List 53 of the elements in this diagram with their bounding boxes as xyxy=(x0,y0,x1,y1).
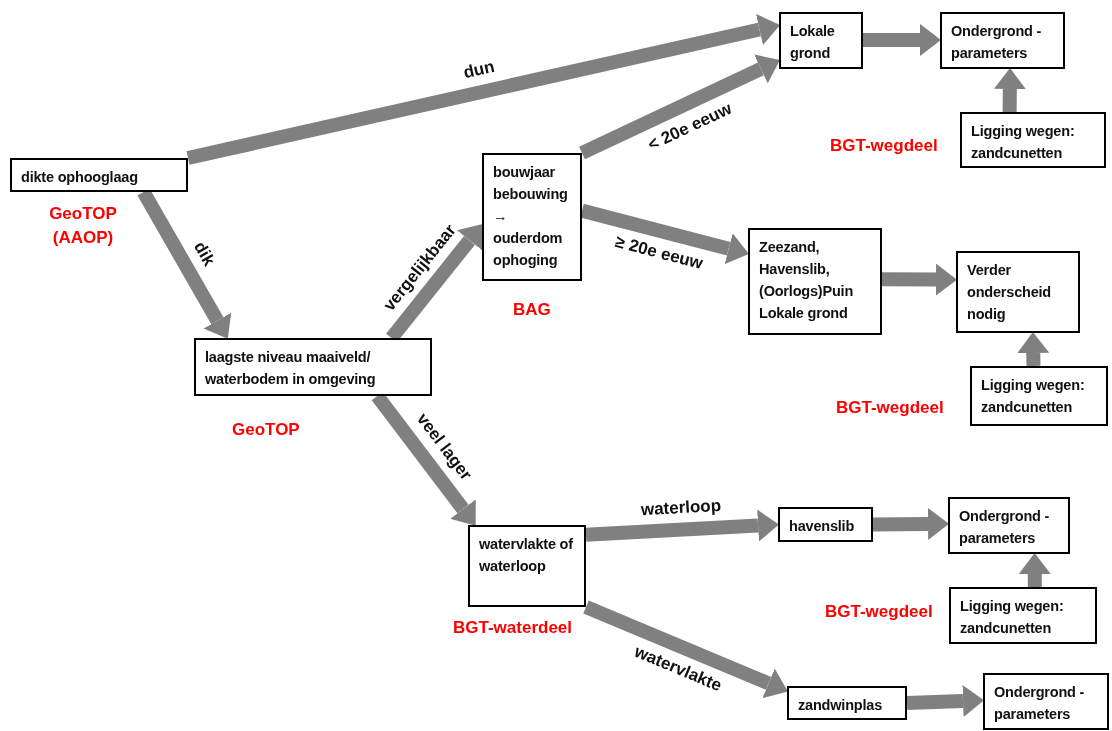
box-text: laagste niveau maaiveld/ waterbodem in omgeving xyxy=(205,348,377,389)
arrow xyxy=(881,263,957,296)
box-text: Verder onderscheid nodig xyxy=(967,261,1052,324)
process-box xyxy=(194,338,432,396)
process-box xyxy=(960,112,1106,168)
box-text: Zeezand, Havenslib, (Oorlogs)Puin Lokale grond xyxy=(759,238,855,323)
box-text: Lokale grond xyxy=(790,22,836,63)
source-label: BGT-wegdeel xyxy=(836,397,944,419)
source-label: BGT-wegdeel xyxy=(830,135,938,157)
process-box xyxy=(778,507,873,542)
arrow xyxy=(583,600,788,699)
source-label: BGT-wegdeel xyxy=(825,601,933,623)
arrow xyxy=(1017,332,1050,367)
edge-label: dun xyxy=(461,56,497,84)
process-box xyxy=(948,497,1070,554)
source-label: GeoTOP xyxy=(232,419,300,441)
arrow xyxy=(585,509,779,542)
arrow xyxy=(579,54,780,160)
edge-label: waterloop xyxy=(640,495,722,520)
process-box xyxy=(983,673,1109,730)
process-box xyxy=(949,587,1097,644)
edge-label: ≥ 20e eeuw xyxy=(613,232,706,275)
process-box xyxy=(970,366,1108,426)
edge-label: dik xyxy=(189,238,220,270)
box-text: watervlakte of waterloop xyxy=(479,535,574,576)
box-text: dikte ophooglaag xyxy=(21,168,139,187)
source-label: GeoTOP (AAOP) xyxy=(48,203,118,249)
arrow xyxy=(863,23,941,56)
source-label: BGT-waterdeel xyxy=(453,617,573,639)
box-text: Ligging wegen: zandcunetten xyxy=(971,122,1076,163)
box-text: Ligging wegen: zandcunetten xyxy=(960,597,1065,638)
process-box xyxy=(10,158,188,192)
arrow xyxy=(872,508,949,540)
box-text: havenslib xyxy=(789,517,856,536)
box-text: Ligging wegen: zandcunetten xyxy=(981,376,1086,417)
edge-label: < 20e eeuw xyxy=(644,98,735,155)
process-box xyxy=(468,525,586,607)
process-box xyxy=(482,153,582,281)
arrow xyxy=(993,68,1026,113)
box-text: Ondergrond -parameters xyxy=(951,22,1043,63)
arrow xyxy=(1018,553,1051,588)
process-box xyxy=(787,686,907,720)
box-text: bouwjaar bebouwing → ouderdom ophoging xyxy=(493,163,569,270)
process-box xyxy=(956,251,1080,333)
source-label: BAG xyxy=(513,299,551,321)
process-box xyxy=(940,12,1065,69)
box-text: zandwinplas xyxy=(798,696,883,715)
box-text: Ondergrond -parameters xyxy=(959,507,1051,548)
process-box xyxy=(779,12,863,69)
arrow xyxy=(906,685,984,718)
arrow xyxy=(186,13,780,165)
process-box xyxy=(748,228,882,335)
box-text: Ondergrond -parameters xyxy=(994,683,1086,724)
